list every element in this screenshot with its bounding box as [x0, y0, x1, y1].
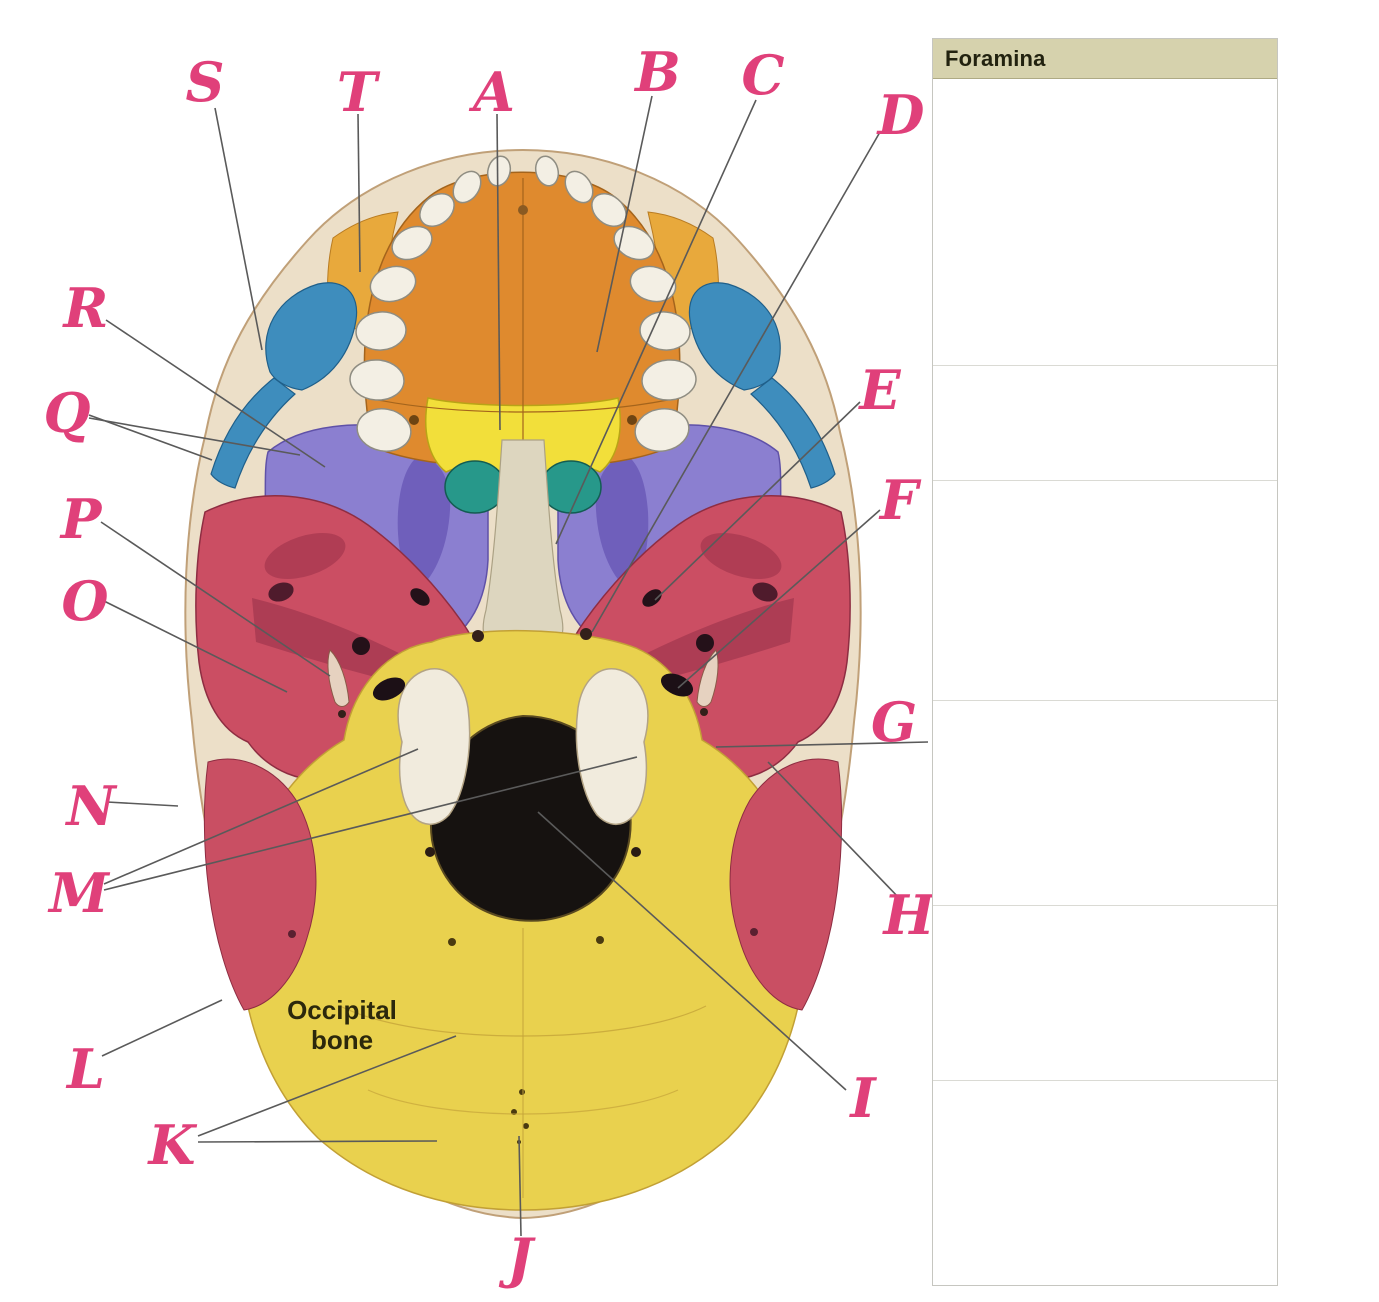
label-letter-R: R	[63, 276, 109, 340]
label-letter-E: E	[859, 358, 901, 422]
palate-orange	[363, 171, 681, 469]
leader-line-N	[106, 801, 179, 807]
label-letter-F: F	[879, 468, 919, 532]
cranium-outline	[184, 148, 862, 1220]
label-letter-L: L	[67, 1037, 105, 1101]
label-letter-M: M	[49, 861, 109, 925]
leader-line-H	[767, 761, 902, 901]
label-letter-T: T	[336, 60, 378, 124]
label-letter-S: S	[185, 50, 225, 114]
label-letter-G: G	[870, 690, 918, 754]
label-letter-C: C	[741, 43, 785, 107]
leader-line-L	[101, 999, 223, 1057]
leader-line-M	[103, 756, 638, 891]
leader-line-R	[105, 319, 326, 468]
table-row[interactable]	[933, 481, 1277, 701]
foramina-table-header: Foramina	[933, 39, 1277, 79]
leader-line-M	[103, 748, 419, 885]
leader-line-F	[677, 509, 881, 689]
label-letter-A: A	[473, 60, 515, 124]
choana-right	[540, 460, 602, 514]
sphenoid-right	[557, 424, 783, 655]
label-letter-Q: Q	[43, 381, 91, 445]
leader-line-T	[357, 113, 361, 273]
foramen-magnum	[429, 714, 632, 922]
leader-line-O	[103, 600, 288, 693]
leader-line-I	[537, 811, 847, 1091]
choana-left	[444, 460, 506, 514]
table-row[interactable]	[933, 906, 1277, 1081]
zygomatic-right	[688, 282, 781, 391]
occipital-yellow	[239, 629, 807, 1211]
leader-line-A	[496, 113, 501, 431]
label-letter-H: H	[883, 883, 935, 947]
label-letter-O: O	[61, 569, 109, 633]
leader-line-Q	[88, 414, 213, 461]
leader-line-C	[555, 99, 757, 545]
leader-line-S	[214, 107, 263, 351]
label-letter-D: D	[877, 83, 925, 147]
leader-line-D	[591, 131, 881, 633]
temporal-left	[195, 495, 485, 781]
table-row[interactable]	[933, 79, 1277, 366]
label-letter-K: K	[148, 1113, 196, 1177]
zygomatic-left	[265, 282, 358, 391]
sphenoid-left	[263, 424, 489, 655]
temporal-right	[561, 495, 851, 781]
label-letter-J: J	[507, 1226, 533, 1290]
leader-line-J	[518, 1135, 522, 1237]
leader-line-P	[100, 521, 331, 677]
leader-line-Q	[88, 417, 301, 456]
teeth	[349, 155, 697, 452]
occipital-bone-label: Occipital bone	[287, 995, 397, 1055]
palatine-yellow	[425, 397, 621, 484]
leader-line-K	[197, 1140, 438, 1143]
condyle-left	[397, 668, 471, 826]
label-letter-B: B	[635, 40, 681, 104]
leader-line-E	[654, 401, 861, 601]
label-letter-P: P	[60, 487, 102, 551]
label-letter-I: I	[850, 1066, 876, 1130]
condyle-right	[575, 668, 649, 826]
table-row[interactable]	[933, 1081, 1277, 1285]
table-row[interactable]	[933, 366, 1277, 481]
table-row[interactable]	[933, 701, 1277, 906]
leader-line-B	[596, 95, 653, 353]
foramina-table: Foramina	[932, 38, 1278, 1286]
label-letter-N: N	[66, 774, 116, 838]
foramina-table-body	[933, 79, 1277, 1285]
vomer-basilar	[482, 439, 564, 653]
